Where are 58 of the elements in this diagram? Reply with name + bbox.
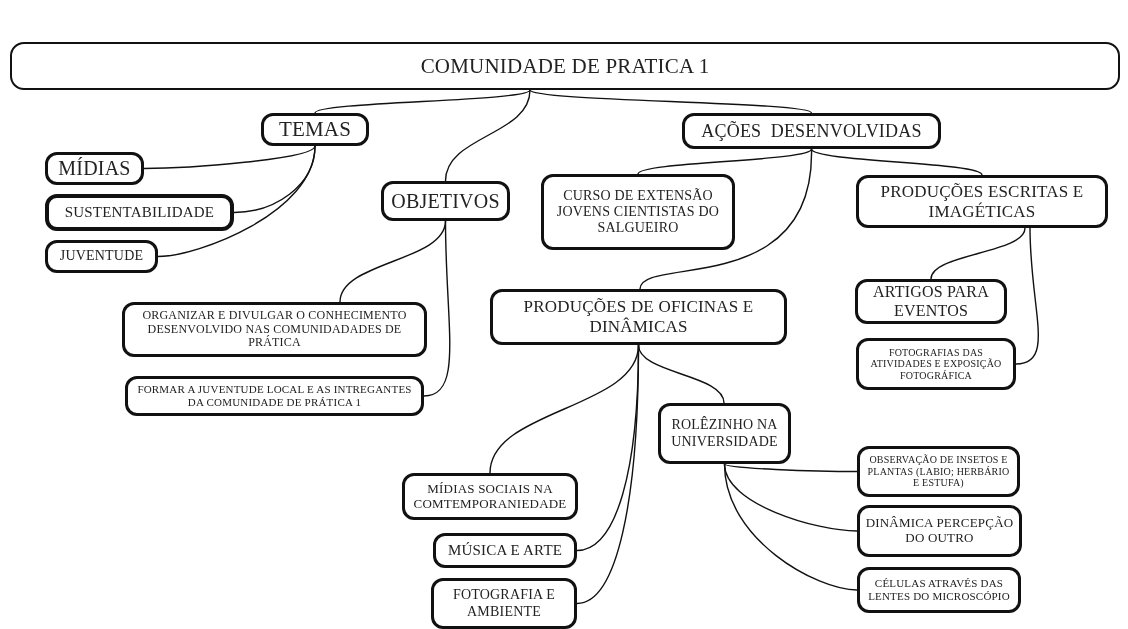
connector-line [576, 344, 640, 605]
topic-box [490, 289, 787, 345]
topic-text: TEMAS [278, 117, 352, 142]
topic-text: ORGANIZAR E DIVULGAR O CONHECIMENTO DESENVOLVIDO NAS COMUNIDADADES DE PRÁTICA [141, 308, 408, 351]
topic-box [125, 376, 424, 416]
connector-line [637, 148, 813, 175]
topic-box [856, 338, 1016, 390]
topic-box [261, 113, 369, 146]
topic-text: PRODUÇÕES ESCRITAS E IMAGÉTICAS [879, 181, 1085, 222]
topic-box [381, 181, 510, 221]
topic-text: SUSTENTABILIDADE [64, 203, 215, 222]
topic-text: PRODUÇÕES DE OFICINAS E DINÂMICAS [522, 297, 755, 337]
topic-text: DINÂMICA PERCEPÇÃO DO OUTRO [864, 516, 1015, 546]
topic-box [855, 279, 1007, 324]
topic-text: COMUNIDADE DE PRATICA 1 [420, 53, 710, 79]
topic-text: ROLÊZINHO NA UNIVERSIDADE [670, 417, 779, 450]
connector-line [723, 463, 858, 532]
connector-line [143, 145, 316, 170]
connector-line [157, 145, 316, 258]
topic-box [433, 533, 577, 568]
topic-text: FORMAR A JUVENTUDE LOCAL E AS INTREGANTES DA COMUNIDADE DE PRÁTICA 1 [136, 383, 413, 409]
connector-line [1015, 227, 1039, 365]
connector-line [529, 89, 813, 114]
connector-line [423, 220, 451, 397]
topic-box [431, 578, 577, 629]
topic-text: FOTOGRAFIA E AMBIENTE [451, 587, 557, 620]
topic-box [45, 240, 158, 273]
topic-box [402, 473, 578, 520]
topic-text: ARTIGOS PARA EVENTOS [872, 283, 990, 320]
connector-line [314, 89, 531, 114]
topic-text: AÇÕES DESENVOLVIDAS [701, 120, 922, 142]
connector-line [930, 227, 1026, 280]
connector-line [723, 463, 858, 473]
topic-text: MÍDIAS [58, 157, 131, 180]
topic-box [45, 152, 144, 185]
topic-box [658, 403, 791, 464]
connector-line [444, 89, 531, 182]
topic-box [682, 113, 941, 149]
topic-text: MÚSICA E ARTE [447, 541, 563, 560]
connector-line [637, 344, 725, 404]
topic-text: MÍDIAS SOCIAIS NA COMTEMPORANIEDADE [412, 481, 568, 512]
topic-box [857, 446, 1020, 497]
title-banner [10, 42, 1120, 90]
topic-box [857, 567, 1021, 613]
topic-box [45, 194, 234, 231]
topic-text: OBJETIVOS [391, 189, 500, 213]
topic-box [122, 302, 427, 357]
topic-box [541, 174, 735, 250]
topic-text: CÉLULAS ATRAVÉS DAS LENTES DO MICROSCÓPIO [867, 577, 1011, 603]
connector-line [810, 148, 983, 176]
topic-box [857, 505, 1022, 557]
connector-line [723, 463, 858, 591]
topic-text: JUVENTUDE [59, 248, 144, 265]
topic-box [856, 175, 1108, 228]
topic-text: FOTOGRAFIAS DAS ATIVIDADES E EXPOSIÇÃO FOTOGRÁFICA [869, 346, 1003, 382]
topic-text: CURSO DE EXTENSÃO JOVENS CIENTISTAS DO SALGUEIRO [555, 187, 721, 237]
topic-text: OBSERVAÇÃO DE INSETOS E PLANTAS (LABIO; HERBÁRIO E ESTUFA) [866, 454, 1011, 489]
connector-line [639, 148, 813, 290]
